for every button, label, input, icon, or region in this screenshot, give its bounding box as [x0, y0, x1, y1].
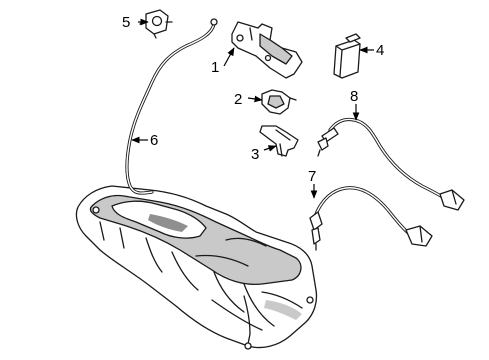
callout-3: 3: [251, 146, 259, 163]
callout-labels: 5 1 2 3 4 6 7 8: [122, 14, 384, 185]
callout-5: 5: [122, 14, 130, 31]
callout-7: 7: [308, 168, 316, 185]
bracket-icon: [259, 125, 299, 157]
mounting-bracket-icon: [231, 21, 303, 79]
callout-6: 6: [150, 132, 158, 149]
oxygen-sensor-icon: [309, 186, 433, 251]
valve-icon: [139, 9, 173, 39]
callout-1: 1: [211, 59, 219, 76]
callout-8: 8: [350, 88, 358, 105]
clamp-icon: [261, 89, 297, 115]
module-icon: [333, 33, 361, 79]
callout-2: 2: [234, 91, 242, 108]
callout-4: 4: [376, 42, 384, 59]
leader-lines: [131, 18, 374, 199]
fuel-tank-icon: [75, 185, 318, 350]
oxygen-sensor-icon: [317, 117, 465, 211]
vent-line-icon: [125, 18, 218, 195]
